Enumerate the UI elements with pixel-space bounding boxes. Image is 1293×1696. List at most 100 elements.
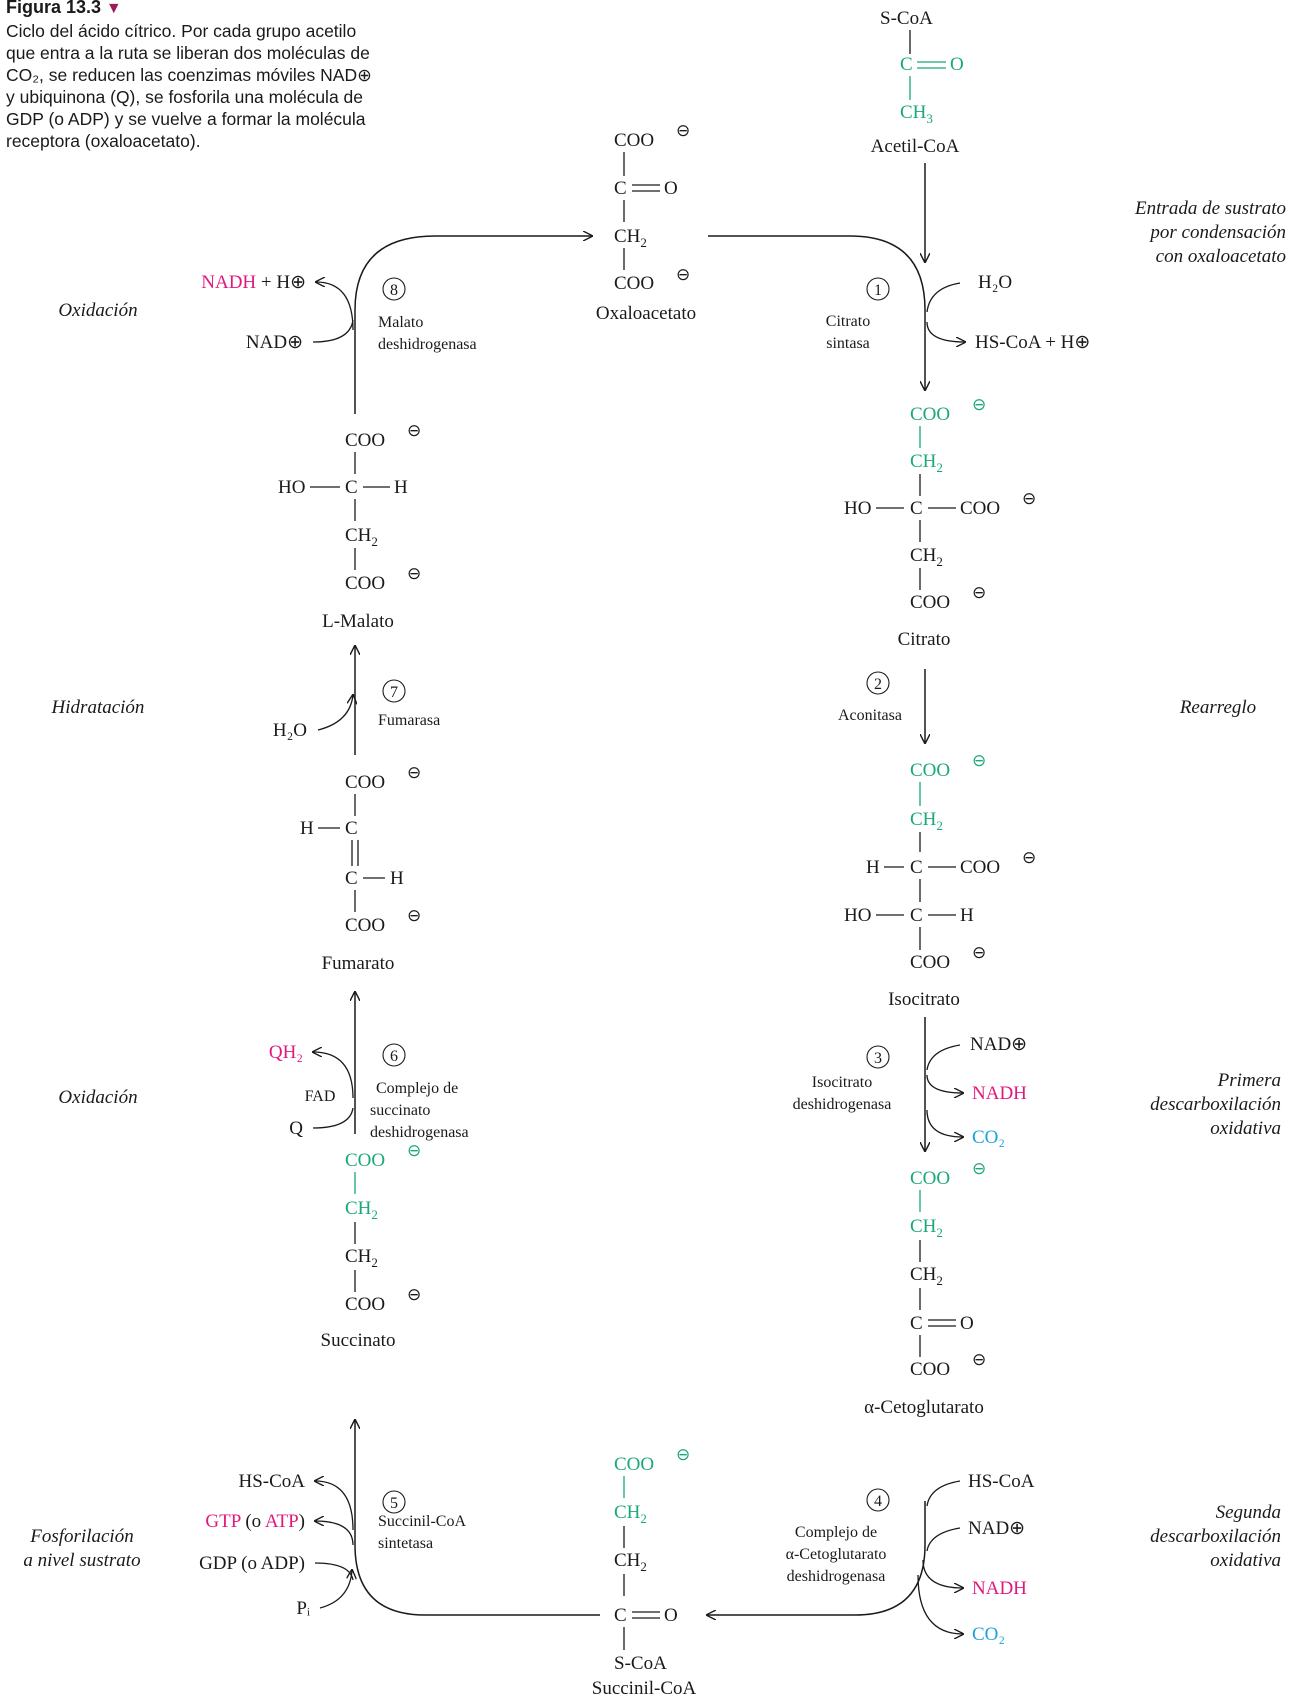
svg-text:⊖: ⊖ [972, 751, 986, 770]
label-l-malate: L-Malato [322, 611, 394, 632]
cofactor-hscoa-h-1: HS-CoA + H⊕ [975, 332, 1090, 353]
step-3-description: descarboxilación [1150, 1094, 1281, 1115]
step-5-description: a nivel sustrato [23, 1550, 140, 1571]
svg-text:COO: COO [345, 772, 385, 793]
figure-marker-icon: ▼ [105, 0, 122, 17]
svg-text:COO: COO [345, 915, 385, 936]
structure-citrate: COO ⊖ CH2 HO C COO ⊖ CH2 COO ⊖ [844, 395, 1036, 613]
enzyme-malate-dehydrogenase: Malato [378, 314, 423, 331]
enzyme-citrate-synthase: Citrato [826, 313, 870, 330]
gtp-label: GTP [205, 1511, 240, 1532]
arrow-h2o-in-7 [317, 695, 353, 731]
svg-text:H: H [390, 868, 404, 889]
svg-text:C: C [345, 868, 358, 889]
enzyme-succinate-dehydrogenase-complex: succinato [370, 1102, 430, 1119]
cofactor-q-6: Q [289, 1118, 303, 1139]
svg-text:COO: COO [345, 1294, 385, 1315]
svg-text:⊖: ⊖ [972, 395, 986, 414]
cofactor-qh2-6: QH₂ [269, 1042, 303, 1063]
enzyme-malate-dehydrogenase: deshidrogenasa [378, 336, 477, 353]
cofactor-hscoa-5: HS-CoA [238, 1471, 305, 1492]
arrow-co2-out-3 [926, 1109, 963, 1137]
step-7-number: 7 [390, 684, 398, 701]
svg-text:COO: COO [345, 430, 385, 451]
arrow-nad-in-4 [926, 1527, 961, 1552]
arrow-nad-in-8 [312, 319, 354, 343]
svg-text:CH2: CH2 [910, 809, 943, 833]
svg-text:CH2: CH2 [614, 1502, 647, 1526]
arrow-qh2-out-6 [313, 1052, 354, 1099]
svg-text:S-CoA: S-CoA [614, 1653, 667, 1674]
cofactor-fad-6: FAD [305, 1088, 336, 1105]
arrow-gdp-in-5 [314, 1562, 354, 1581]
step-2-number: 2 [874, 676, 882, 693]
cofactor-gdp-adp-5: GDP (o ADP) [199, 1553, 305, 1574]
svg-text:CH3: CH3 [900, 102, 933, 126]
enzyme-isocitrate-dehydrogenase: Isocitrato [812, 1074, 872, 1091]
svg-text:CH2: CH2 [910, 1216, 943, 1240]
svg-text:CH2: CH2 [345, 1198, 378, 1222]
svg-text:C: C [910, 857, 923, 878]
svg-text:⊖: ⊖ [972, 583, 986, 602]
svg-text:C: C [614, 1605, 627, 1626]
svg-text:O: O [664, 1605, 678, 1626]
svg-text:CH2: CH2 [614, 1550, 647, 1574]
enzyme-ketoglutarate-dehydrogenase: α-Cetoglutarato [786, 1546, 887, 1563]
enzyme-succinate-dehydrogenase-complex: deshidrogenasa [370, 1124, 469, 1141]
arrow-h2o-in-1 [926, 282, 961, 313]
step-2-circle [866, 671, 890, 695]
svg-text:H: H [300, 818, 314, 839]
svg-text:⊖: ⊖ [407, 564, 421, 583]
svg-text:C: C [900, 54, 913, 75]
step-2-description: Rearreglo [1179, 697, 1256, 718]
step-7-description: Hidratación [51, 697, 145, 718]
structure-l-malate: COO ⊖ HO C H CH2 COO ⊖ [278, 421, 421, 594]
step-6-circle [382, 1043, 406, 1067]
step-3-number: 3 [874, 1050, 882, 1067]
enzyme-citrate-synthase: sintasa [826, 335, 870, 352]
step-8-number: 8 [390, 282, 398, 299]
step-3-description: oxidativa [1210, 1118, 1281, 1139]
step-5-description: Fosforilación [29, 1526, 133, 1547]
svg-text:COO: COO [910, 1359, 950, 1380]
svg-text:⊖: ⊖ [676, 121, 690, 140]
structure-succinate: COO ⊖ CH2 CH2 COO ⊖ [345, 1141, 421, 1315]
step-4-description: oxidativa [1210, 1550, 1281, 1571]
label-acetyl-coa: Acetil-CoA [871, 136, 960, 157]
enzyme-aconitase: Aconitasa [838, 707, 902, 724]
step-3-circle [866, 1045, 890, 1069]
cofactor-nad-8: NAD⊕ [246, 332, 303, 353]
arrow-nadh-out-4 [922, 1559, 963, 1588]
label-citrate: Citrato [898, 629, 951, 650]
step-1-description: por condensación [1148, 222, 1286, 243]
enzyme-succinyl-coa-synthetase: Succinil-CoA [378, 1513, 466, 1530]
svg-text:COO: COO [910, 1168, 950, 1189]
svg-text:⊖: ⊖ [407, 763, 421, 782]
svg-text:⊖: ⊖ [972, 943, 986, 962]
step-4-circle [866, 1488, 890, 1512]
enzyme-succinyl-coa-synthetase: sintetasa [378, 1535, 433, 1552]
step-4-description: descarboxilación [1150, 1526, 1281, 1547]
arrow-nad-in-3 [926, 1044, 961, 1071]
arrow-q-in-6 [312, 1107, 354, 1129]
arrow-pi-in-5 [319, 1570, 352, 1609]
step-1-circle [866, 277, 890, 301]
svg-text:⊖: ⊖ [972, 1159, 986, 1178]
svg-text:C: C [910, 498, 923, 519]
step-1-description: con oxaloacetato [1156, 246, 1286, 267]
label-isocitrate: Isocitrato [888, 989, 960, 1010]
arrow-oxaloacetate-to-citrate [708, 235, 925, 390]
svg-text:⊖: ⊖ [676, 1445, 690, 1464]
caption-line: que entra a la ruta se liberan dos moléc… [6, 43, 370, 63]
step-5-number: 5 [390, 1495, 398, 1512]
caption-line: GDP (o ADP) y se vuelve a formar la molé… [6, 109, 366, 129]
step-4-description: Segunda [1216, 1502, 1281, 1523]
svg-text:⊖: ⊖ [972, 1350, 986, 1369]
svg-text:⊖: ⊖ [676, 265, 690, 284]
svg-text:H: H [960, 905, 974, 926]
structure-isocitrate: COO ⊖ CH2 H C COO ⊖ HO C H COO ⊖ [844, 751, 1036, 973]
svg-text:CH2: CH2 [614, 226, 647, 250]
label-succinyl-coa: Succinil-CoA [592, 1678, 697, 1696]
